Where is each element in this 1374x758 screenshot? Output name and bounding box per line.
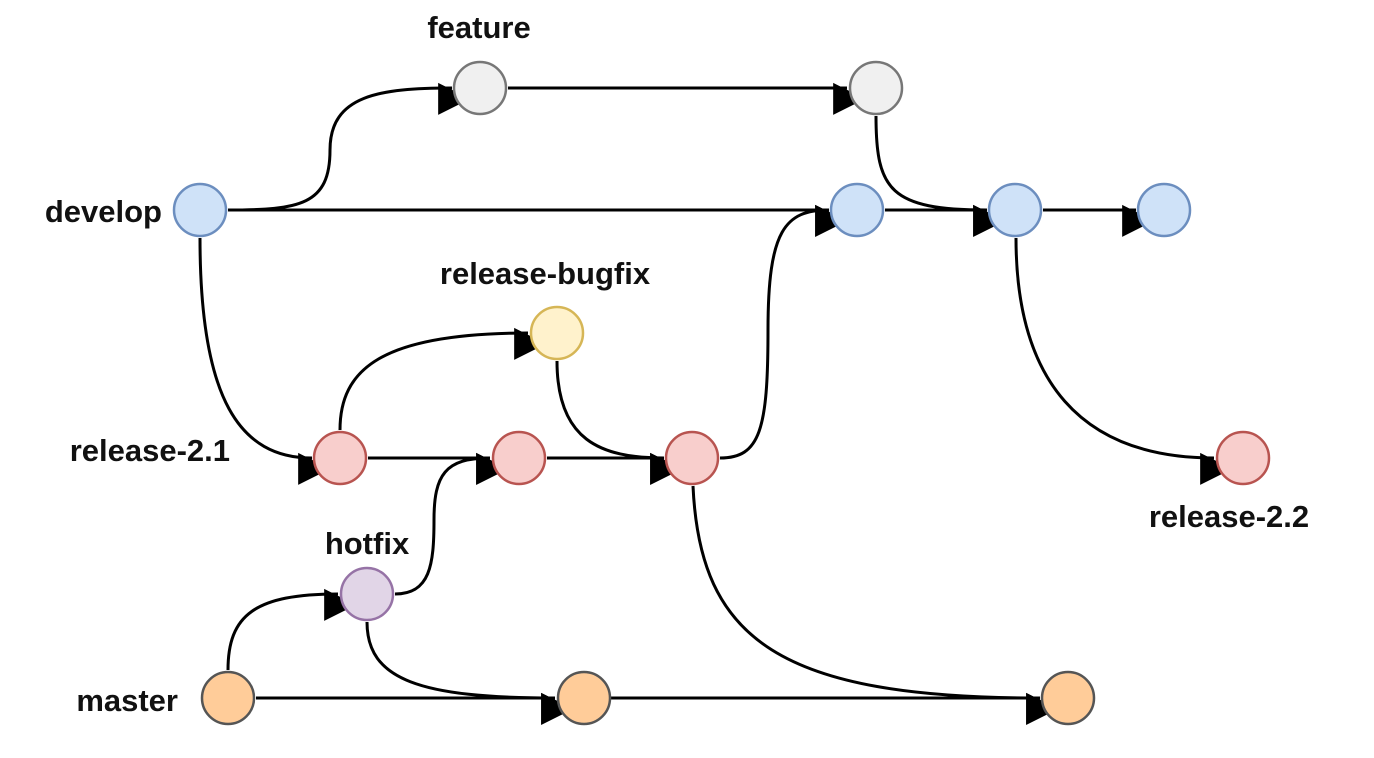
- develop-commit-node: [829, 182, 885, 238]
- release-2-1-commit-node: [491, 430, 547, 486]
- release-2-1-branch-label: release-2.1: [70, 433, 230, 468]
- develop-branch-label: develop: [45, 194, 162, 229]
- edge-master-to-hotfix: [226, 588, 357, 671]
- hotfix-branch-label: hotfix: [325, 526, 410, 561]
- edge-release-merge-to-develop: [719, 204, 848, 460]
- edge-release-merge-to-master: [691, 485, 1059, 725]
- edge-develop-to-feature: [227, 82, 471, 212]
- edge-release-to-bugfix: [338, 327, 547, 431]
- hotfix-commit-node: [339, 566, 395, 622]
- develop-commit-node: [172, 182, 228, 238]
- release-2-1-commit-node: [664, 430, 720, 486]
- develop-commit-node: [987, 182, 1043, 238]
- release-2-1-commit-node: [312, 430, 368, 486]
- release-2-2-branch-label: release-2.2: [1149, 499, 1309, 534]
- edge-develop-to-release-2-1: [198, 237, 331, 485]
- feature-commit-node: [452, 60, 508, 116]
- release-2-2-commit-node: [1215, 430, 1271, 486]
- feature-branch-label: feature: [427, 10, 530, 45]
- edge-hotfix-merge-to-master: [365, 621, 574, 725]
- edge-develop-to-release-2-2: [1014, 237, 1233, 485]
- master-commit-node: [1040, 670, 1096, 726]
- master-branch-label: master: [76, 683, 178, 718]
- edge-hotfix-merge-to-release: [394, 452, 509, 596]
- release-bugfix-commit-node: [529, 305, 585, 361]
- master-commit-node: [200, 670, 256, 726]
- release-bugfix-branch-label: release-bugfix: [440, 256, 651, 291]
- develop-commit-node: [1136, 182, 1192, 238]
- master-commit-node: [556, 670, 612, 726]
- edge-feature-merge-to-develop: [874, 115, 1006, 237]
- edge-bugfix-merge-to-release: [555, 360, 683, 485]
- feature-commit-node: [848, 60, 904, 116]
